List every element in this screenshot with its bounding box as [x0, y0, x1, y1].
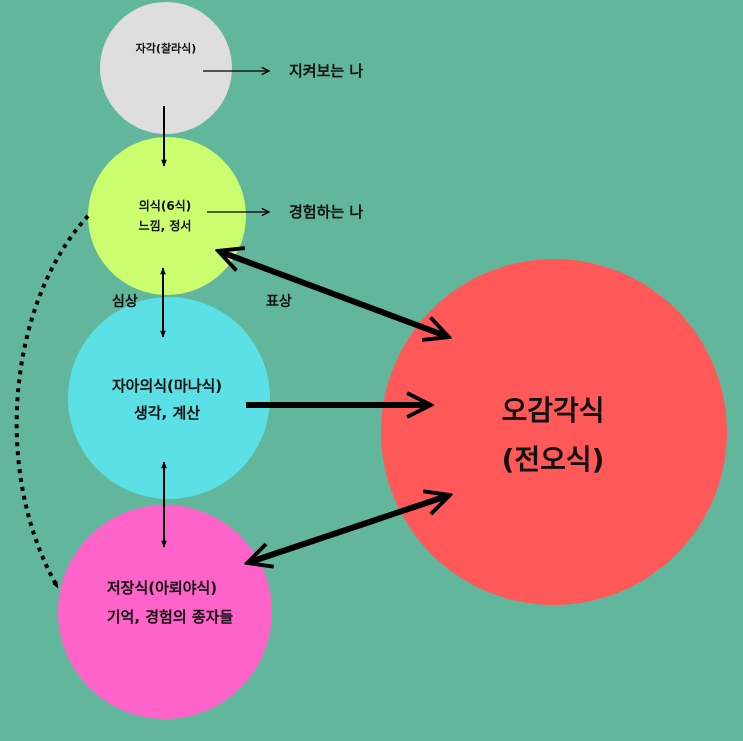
- ego-label: 자아의식(마나식): [112, 377, 222, 395]
- representation-label: 표상: [266, 294, 292, 310]
- ego-desc: 생각, 계산: [134, 404, 200, 422]
- ego-circle: [68, 297, 270, 499]
- five-senses-circle: [381, 259, 727, 605]
- consciousness-label: 의식(6식): [139, 198, 191, 213]
- consciousness-desc: 느낌, 정서: [139, 218, 192, 233]
- storehouse-desc: 기억, 경험의 종자들: [107, 608, 234, 626]
- self-awareness-label: 자각(찰라식): [136, 41, 197, 55]
- storehouse-circle: [58, 505, 272, 719]
- watching-self-label: 지켜보는 나: [289, 62, 363, 80]
- dotted-arrow-consciousness-to-storehouse: [14, 214, 90, 589]
- arrow-storehouse-five-senses: [250, 496, 447, 562]
- mind-image-label: 심상: [112, 294, 138, 310]
- five-senses-label: 오감각식: [501, 394, 604, 427]
- storehouse-label: 저장식(아뢰야식): [107, 579, 217, 597]
- experiencing-self-label: 경험하는 나: [289, 203, 363, 221]
- consciousness-circle: [88, 137, 246, 295]
- self-awareness-circle: [100, 2, 232, 134]
- five-senses-desc: (전오식): [502, 443, 605, 476]
- arrow-consciousness-five-senses: [221, 252, 446, 336]
